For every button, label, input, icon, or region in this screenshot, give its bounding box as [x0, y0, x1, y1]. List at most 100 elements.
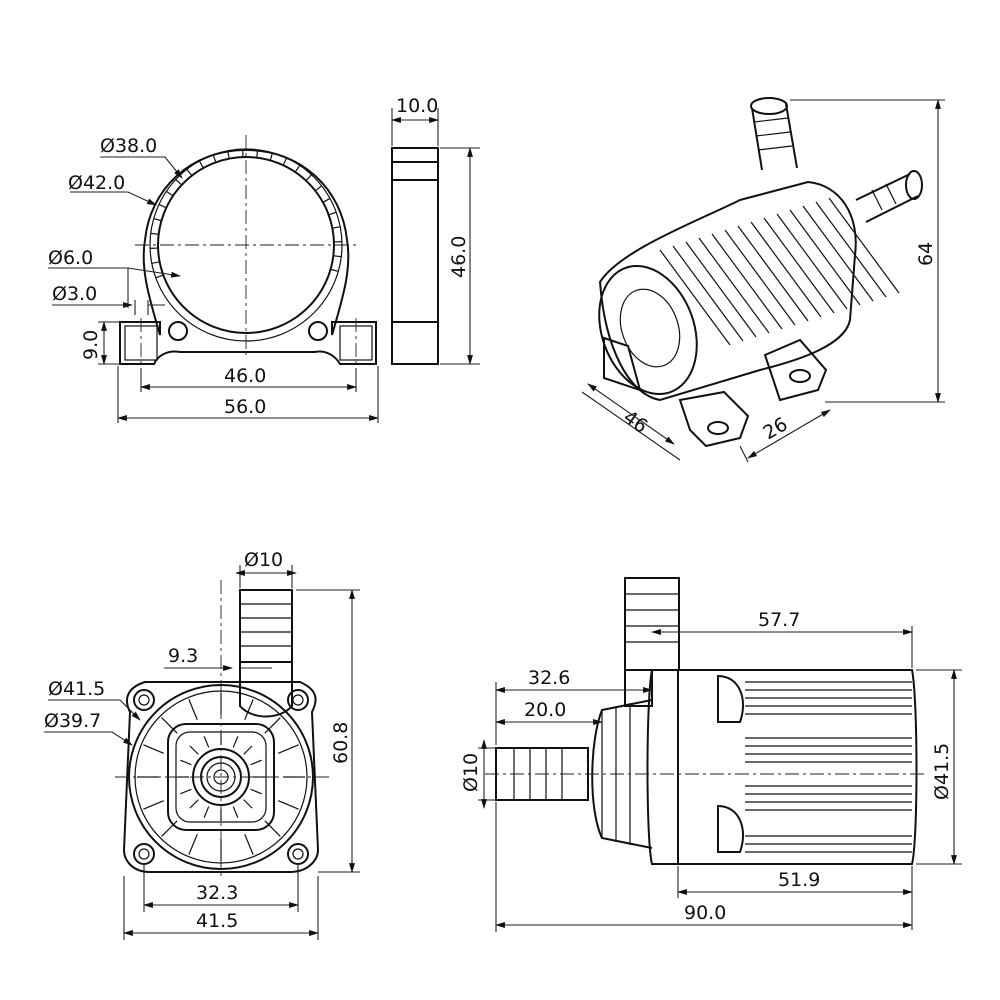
front-outlet-dia: Ø10: [244, 549, 283, 571]
front-offset: 9.3: [168, 645, 198, 667]
ring-ridge: [158, 203, 167, 209]
inner-rib: [203, 806, 210, 818]
inner-rib: [189, 745, 199, 755]
front-view: Ø10 9.3 Ø41.5 Ø39.7 60.8 32.3 41.5: [44, 549, 360, 940]
radial-rib: [188, 834, 198, 855]
radial-rib: [264, 717, 281, 734]
ring-ridge: [333, 255, 342, 258]
front-width: 41.5: [196, 910, 238, 932]
profile-outlet-pos: 57.7: [758, 609, 800, 631]
ring-ridge: [198, 160, 204, 169]
iso-fin: [789, 209, 861, 306]
iso-fin: [750, 221, 822, 318]
inner-rib: [243, 745, 253, 755]
radial-rib: [278, 744, 299, 754]
ring-ridge: [305, 174, 312, 182]
ring-ridge: [153, 217, 162, 222]
inner-rib: [232, 736, 239, 748]
profile-inlet-dia: Ø10: [460, 753, 482, 792]
inner-rib: [250, 759, 262, 766]
ring-ridge: [328, 211, 337, 216]
ring-ridge: [227, 150, 230, 159]
bracket-dia-hole: Ø6.0: [48, 247, 93, 269]
radial-rib: [143, 744, 164, 754]
front-hole-spacing: 32.3: [196, 882, 238, 904]
ring-ridge: [155, 274, 164, 279]
ring-ridge: [212, 154, 217, 163]
ring-ridge: [256, 149, 259, 158]
profile-body-dia: Ø41.5: [931, 743, 953, 800]
bracket-ridges: [150, 149, 342, 279]
iso-fin: [711, 233, 783, 330]
iso-fin: [802, 205, 874, 302]
profile-cone-len: 20.0: [524, 699, 566, 721]
profile-fins: [745, 681, 912, 853]
ring-ridge: [186, 168, 193, 177]
iso-foot-width: 26: [760, 413, 792, 444]
bracket-outline: [119, 148, 377, 365]
inner-rib: [250, 788, 262, 795]
bracket-inner-ring: [157, 156, 335, 334]
radial-rib: [188, 699, 198, 720]
iso-fin: [737, 225, 809, 322]
ring-ridge: [166, 190, 174, 197]
inner-rib: [232, 806, 239, 818]
iso-fin: [724, 229, 796, 326]
ring-ridge: [294, 165, 301, 173]
bracket-left-hole: [168, 321, 188, 341]
ring-ridge: [269, 152, 274, 161]
radial-rib: [244, 699, 254, 720]
side-thickness: 10.0: [396, 95, 438, 117]
radial-rib: [161, 717, 178, 734]
ring-ridge: [322, 197, 331, 203]
front-height: 60.8: [330, 722, 352, 764]
bracket-dia-inner: Ø38.0: [100, 135, 157, 157]
iso-depth: 46: [619, 406, 651, 438]
inner-rib: [180, 759, 192, 766]
radial-rib: [161, 820, 178, 837]
bracket-hole-spacing: 46.0: [224, 365, 266, 387]
radial-rib: [264, 820, 281, 837]
side-body: [391, 147, 439, 365]
iso-fin: [776, 213, 848, 310]
radial-rib: [143, 800, 164, 810]
profile-body-len: 51.9: [778, 869, 820, 891]
profile-inlet-len: 32.6: [528, 667, 570, 689]
iso-fin: [672, 245, 744, 342]
front-dia-outer: Ø41.5: [48, 678, 105, 700]
inner-rib: [243, 799, 253, 809]
iso-fins: [659, 197, 900, 346]
ring-ridge: [151, 261, 160, 264]
ring-ridge: [175, 179, 183, 186]
bracket-side-view: 10.0 46.0: [391, 95, 480, 365]
iso-fin: [698, 237, 770, 334]
iso-fin: [763, 217, 835, 314]
iso-fin: [685, 241, 757, 338]
inner-rib: [189, 799, 199, 809]
profile-overall-len: 90.0: [684, 902, 726, 924]
front-dia-inner: Ø39.7: [44, 710, 101, 732]
inner-rib: [180, 788, 192, 795]
iso-fin: [659, 249, 731, 346]
bracket-view: Ø38.0 Ø42.0 Ø6.0 Ø3.0 9.0 46.0 56.0: [48, 135, 379, 423]
iso-fin: [815, 201, 887, 298]
bracket-right-hole: [308, 321, 328, 341]
iso-view: 64 46 26: [581, 97, 945, 463]
ring-ridge: [330, 268, 339, 273]
ring-ridge: [314, 185, 323, 192]
bracket-dia-slot: Ø3.0: [52, 283, 97, 305]
ring-ridge: [332, 226, 341, 229]
radial-rib: [244, 834, 254, 855]
ring-ridge: [150, 232, 159, 235]
iso-height: 64: [915, 242, 937, 266]
iso-fin: [828, 197, 900, 294]
bracket-foot-height: 9.0: [80, 330, 102, 360]
inner-rib: [203, 736, 210, 748]
radial-rib: [278, 800, 299, 810]
side-height: 46.0: [448, 236, 470, 278]
bracket-dia-outer: Ø42.0: [68, 172, 125, 194]
profile-view: 57.7 32.6 20.0 Ø10 Ø41.5 51.9 90.0: [460, 577, 962, 932]
ring-ridge: [282, 157, 288, 166]
bracket-overall-width: 56.0: [224, 396, 266, 418]
